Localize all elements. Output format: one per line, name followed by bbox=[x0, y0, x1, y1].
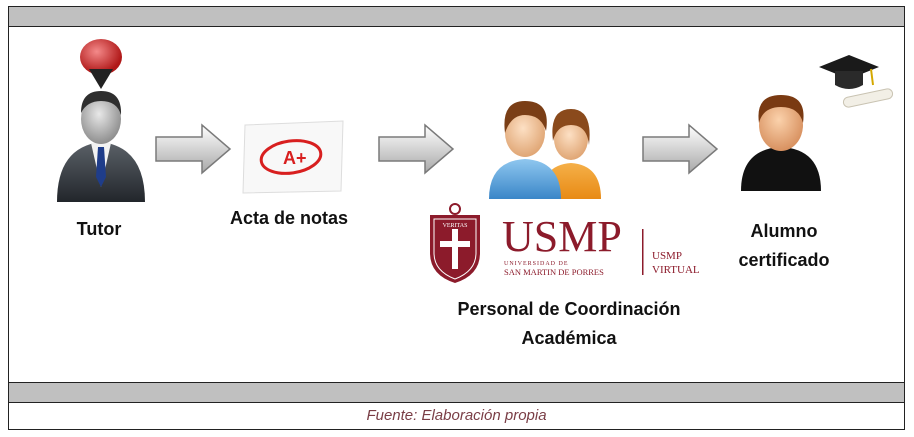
graduate-icon bbox=[741, 55, 894, 191]
node-label-acta: Acta de notas bbox=[229, 208, 349, 228]
node-label-tutor: Tutor bbox=[76, 219, 122, 239]
staff-people-icon bbox=[489, 101, 601, 199]
arrow-right-icon bbox=[155, 123, 232, 175]
logo-virtual-line2: VIRTUAL bbox=[652, 264, 700, 276]
logo-university: UNIVERSIDAD DE bbox=[504, 261, 569, 267]
logo-subtitle: SAN MARTIN DE PORRES bbox=[504, 267, 604, 277]
mortarboard-icon bbox=[819, 55, 879, 79]
usmp-logo: VERITAS USMP UNIVERSIDAD DE SAN MARTIN D… bbox=[430, 203, 700, 283]
node-label-personal-1: Personal de Coordinación bbox=[457, 299, 681, 319]
location-pin-icon bbox=[80, 39, 122, 75]
seal-text: VERITAS bbox=[443, 223, 468, 229]
diploma-icon bbox=[842, 88, 894, 108]
figure-caption: Fuente: Elaboración propia bbox=[366, 407, 547, 424]
tutor-icon bbox=[57, 39, 145, 202]
grade-text: A+ bbox=[283, 148, 307, 168]
arrow-right-icon bbox=[378, 123, 455, 175]
grade-sheet-icon: A+ bbox=[242, 120, 344, 194]
figure-frame: Tutor A+ Acta de notas VERITAS bbox=[8, 6, 905, 430]
node-label-alumno-2: certificado bbox=[738, 250, 830, 270]
logo-brand: USMP bbox=[502, 212, 622, 261]
bottom-bar bbox=[9, 382, 904, 403]
node-label-personal-2: Académica bbox=[521, 328, 617, 348]
logo-virtual-line1: USMP bbox=[652, 250, 682, 262]
arrow-right-icon bbox=[642, 123, 719, 175]
node-label-alumno-1: Alumno bbox=[750, 221, 818, 241]
top-bar bbox=[9, 7, 904, 27]
